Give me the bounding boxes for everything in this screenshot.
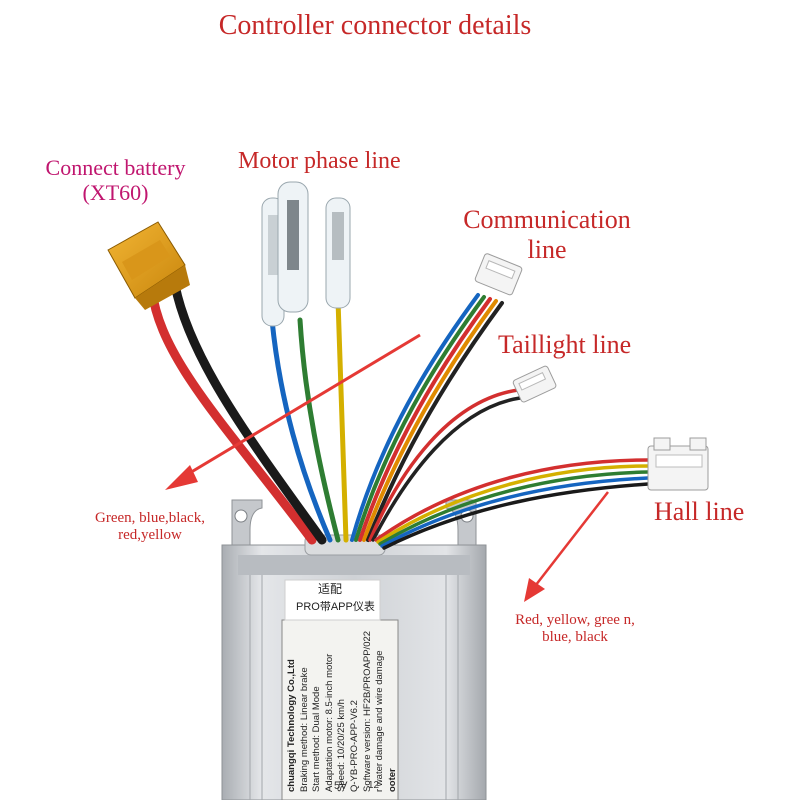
xt60-connector (107, 221, 190, 310)
adaptation-motor: Adaptation motor: 8.5-inch motor (323, 653, 335, 792)
phase-pointer-arrow (165, 333, 421, 490)
communication-label-line2: line (527, 234, 567, 264)
company-name: chuangqi Technology Co.,Ltd (286, 659, 297, 792)
footer-number: 12 (368, 780, 380, 791)
diagram-title: Controller connector details (218, 10, 532, 41)
motor-phase-label: Motor phase line (238, 148, 401, 174)
sticker-chinese-1: 适配 (318, 582, 343, 596)
speed-spec: Speed: 10/20/25 km/h (336, 699, 348, 792)
controller-label-text: chuangqi Technology Co.,Ltd Braking meth… (282, 620, 398, 800)
battery-label-line2: (XT60) (82, 180, 149, 206)
taillight-label: Taillight line (498, 330, 632, 359)
motor-phase-terminals (261, 181, 351, 327)
hall-colors-note: Red, yellow, gree n, blue, black (515, 612, 635, 646)
taillight-connector (512, 365, 557, 403)
warning-text: r water damage and wire damage (374, 650, 386, 792)
communication-label-line1: Communication (463, 205, 631, 234)
hall-label: Hall line (654, 497, 745, 526)
software-version: Software version: HF2B/PROAPP/022 (361, 630, 373, 792)
mount-hole-left (234, 509, 248, 523)
sticker-chinese-2: PRO带APP仪表 (296, 601, 375, 613)
footer-left: ooter (386, 768, 398, 792)
controller-body (221, 499, 487, 800)
hall-connector (647, 437, 709, 491)
wire-bundle (147, 280, 650, 550)
phase-colors-note: Green, blue,black, red,yellow (95, 510, 205, 544)
model-number: Q-YB-PRO-APP-V6.2 (348, 700, 360, 792)
voltage-fragment: 5V (334, 780, 348, 792)
communication-connector (474, 253, 523, 296)
battery-label: Connect battery (XT60) (28, 155, 203, 206)
battery-label-line1: Connect battery (45, 155, 186, 180)
start-method: Start method: Dual Mode (311, 686, 323, 792)
hall-pointer-arrow (524, 491, 609, 602)
braking-method: Braking method: Linear brake (298, 667, 310, 792)
communication-label: Communication line (442, 205, 652, 265)
